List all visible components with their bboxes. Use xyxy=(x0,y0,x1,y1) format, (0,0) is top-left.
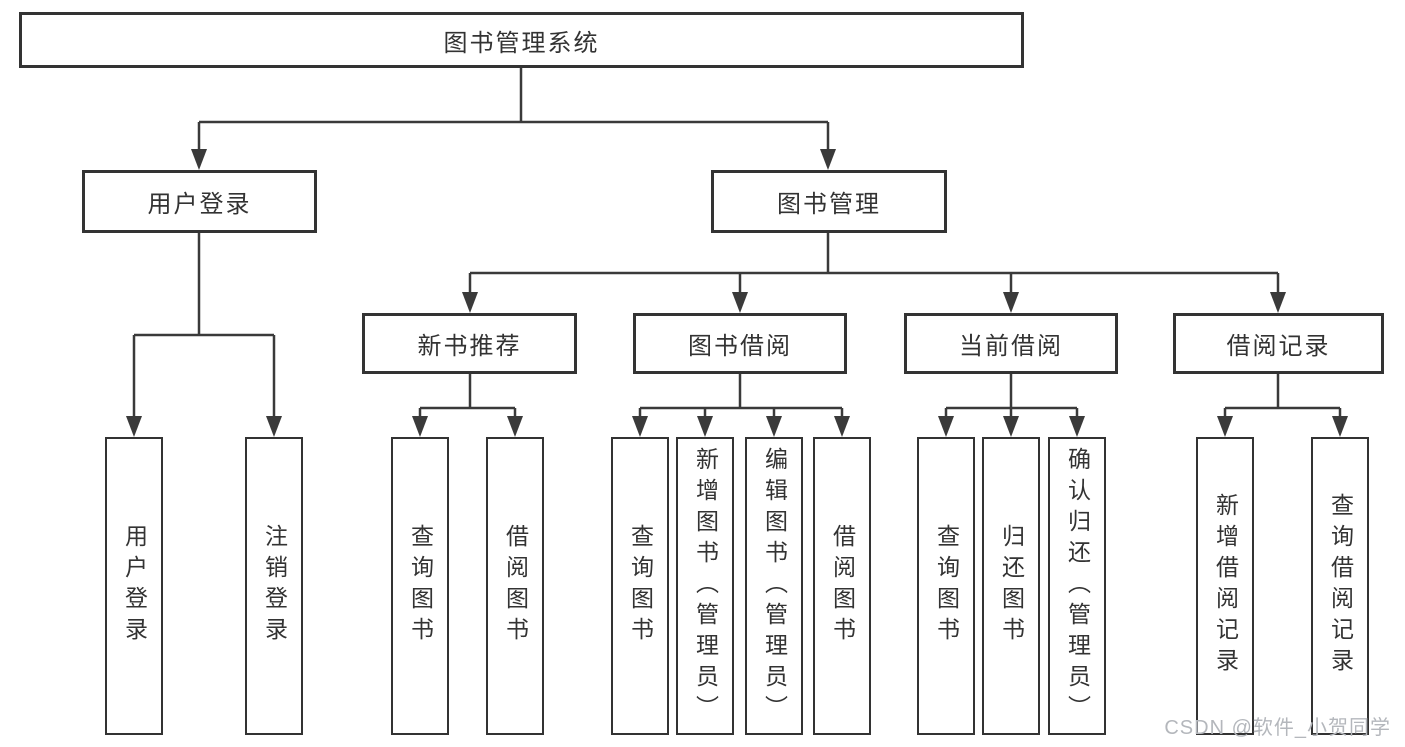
leaf-confirm-return-label: 确认归还（管理员） xyxy=(1064,446,1091,726)
leaf-confirm-return: 确认归还（管理员） xyxy=(1048,437,1106,735)
leaf-query-book-current-label: 查询图书 xyxy=(933,524,960,648)
arrowhead-icon xyxy=(507,416,523,437)
node-book-borrow-label: 图书借阅 xyxy=(688,333,792,360)
arrowhead-icon xyxy=(1069,416,1085,437)
leaf-query-book-borrow-label: 查询图书 xyxy=(627,524,654,648)
leaf-add-borrow-record: 新增借阅记录 xyxy=(1196,437,1254,735)
leaf-borrow-book: 借阅图书 xyxy=(813,437,871,735)
leaf-query-book-current: 查询图书 xyxy=(917,437,975,735)
leaf-borrow-book-recommend: 借阅图书 xyxy=(486,437,544,735)
node-root-label: 图书管理系统 xyxy=(443,29,600,57)
arrowhead-icon xyxy=(462,292,478,313)
leaf-query-book-recommend-label: 查询图书 xyxy=(407,524,434,648)
arrowhead-icon xyxy=(697,416,713,437)
leaf-user-login: 用户登录 xyxy=(105,437,163,735)
leaf-return-book-label: 归还图书 xyxy=(998,524,1025,648)
leaf-add-book-label: 新增图书（管理员） xyxy=(692,446,719,726)
arrowhead-icon xyxy=(1332,416,1348,437)
arrowhead-icon xyxy=(412,416,428,437)
arrowhead-icon xyxy=(732,292,748,313)
node-root: 图书管理系统 xyxy=(19,12,1024,68)
arrowhead-icon xyxy=(1270,292,1286,313)
leaf-query-borrow-record-label: 查询借阅记录 xyxy=(1327,493,1354,679)
arrowhead-icon xyxy=(1003,416,1019,437)
leaf-return-book: 归还图书 xyxy=(982,437,1040,735)
node-book-management-label: 图书管理 xyxy=(777,191,881,218)
arrowhead-icon xyxy=(632,416,648,437)
arrowhead-icon xyxy=(938,416,954,437)
leaf-borrow-book-recommend-label: 借阅图书 xyxy=(502,524,529,648)
arrowhead-icon xyxy=(191,149,207,170)
leaf-query-book-recommend: 查询图书 xyxy=(391,437,449,735)
node-user-login-label: 用户登录 xyxy=(147,191,252,218)
csdn-watermark: CSDN @软件_小贺同学 xyxy=(1164,717,1391,739)
arrowhead-icon xyxy=(766,416,782,437)
leaf-edit-book-label: 编辑图书（管理员） xyxy=(761,446,788,726)
arrowhead-icon xyxy=(126,416,142,437)
node-current-borrow-label: 当前借阅 xyxy=(959,333,1063,360)
node-user-login: 用户登录 xyxy=(82,170,317,233)
leaf-query-borrow-record: 查询借阅记录 xyxy=(1311,437,1369,735)
node-new-book-recommend: 新书推荐 xyxy=(362,313,577,374)
node-new-book-recommend-label: 新书推荐 xyxy=(417,333,522,360)
node-borrow-records: 借阅记录 xyxy=(1173,313,1384,374)
arrowhead-icon xyxy=(1003,292,1019,313)
arrowhead-icon xyxy=(820,149,836,170)
arrowhead-icon xyxy=(1217,416,1233,437)
leaf-add-book: 新增图书（管理员） xyxy=(676,437,734,735)
leaf-query-book-borrow: 查询图书 xyxy=(611,437,669,735)
leaf-user-login-label: 用户登录 xyxy=(121,524,148,648)
node-book-borrow: 图书借阅 xyxy=(633,313,847,374)
node-borrow-records-label: 借阅记录 xyxy=(1226,333,1331,360)
arrowhead-icon xyxy=(834,416,850,437)
leaf-logout: 注销登录 xyxy=(245,437,303,735)
node-book-management: 图书管理 xyxy=(711,170,947,233)
leaf-edit-book: 编辑图书（管理员） xyxy=(745,437,803,735)
node-current-borrow: 当前借阅 xyxy=(904,313,1118,374)
leaf-add-borrow-record-label: 新增借阅记录 xyxy=(1212,493,1239,679)
leaf-logout-label: 注销登录 xyxy=(261,524,288,648)
arrowhead-icon xyxy=(266,416,282,437)
leaf-borrow-book-label: 借阅图书 xyxy=(829,524,856,648)
